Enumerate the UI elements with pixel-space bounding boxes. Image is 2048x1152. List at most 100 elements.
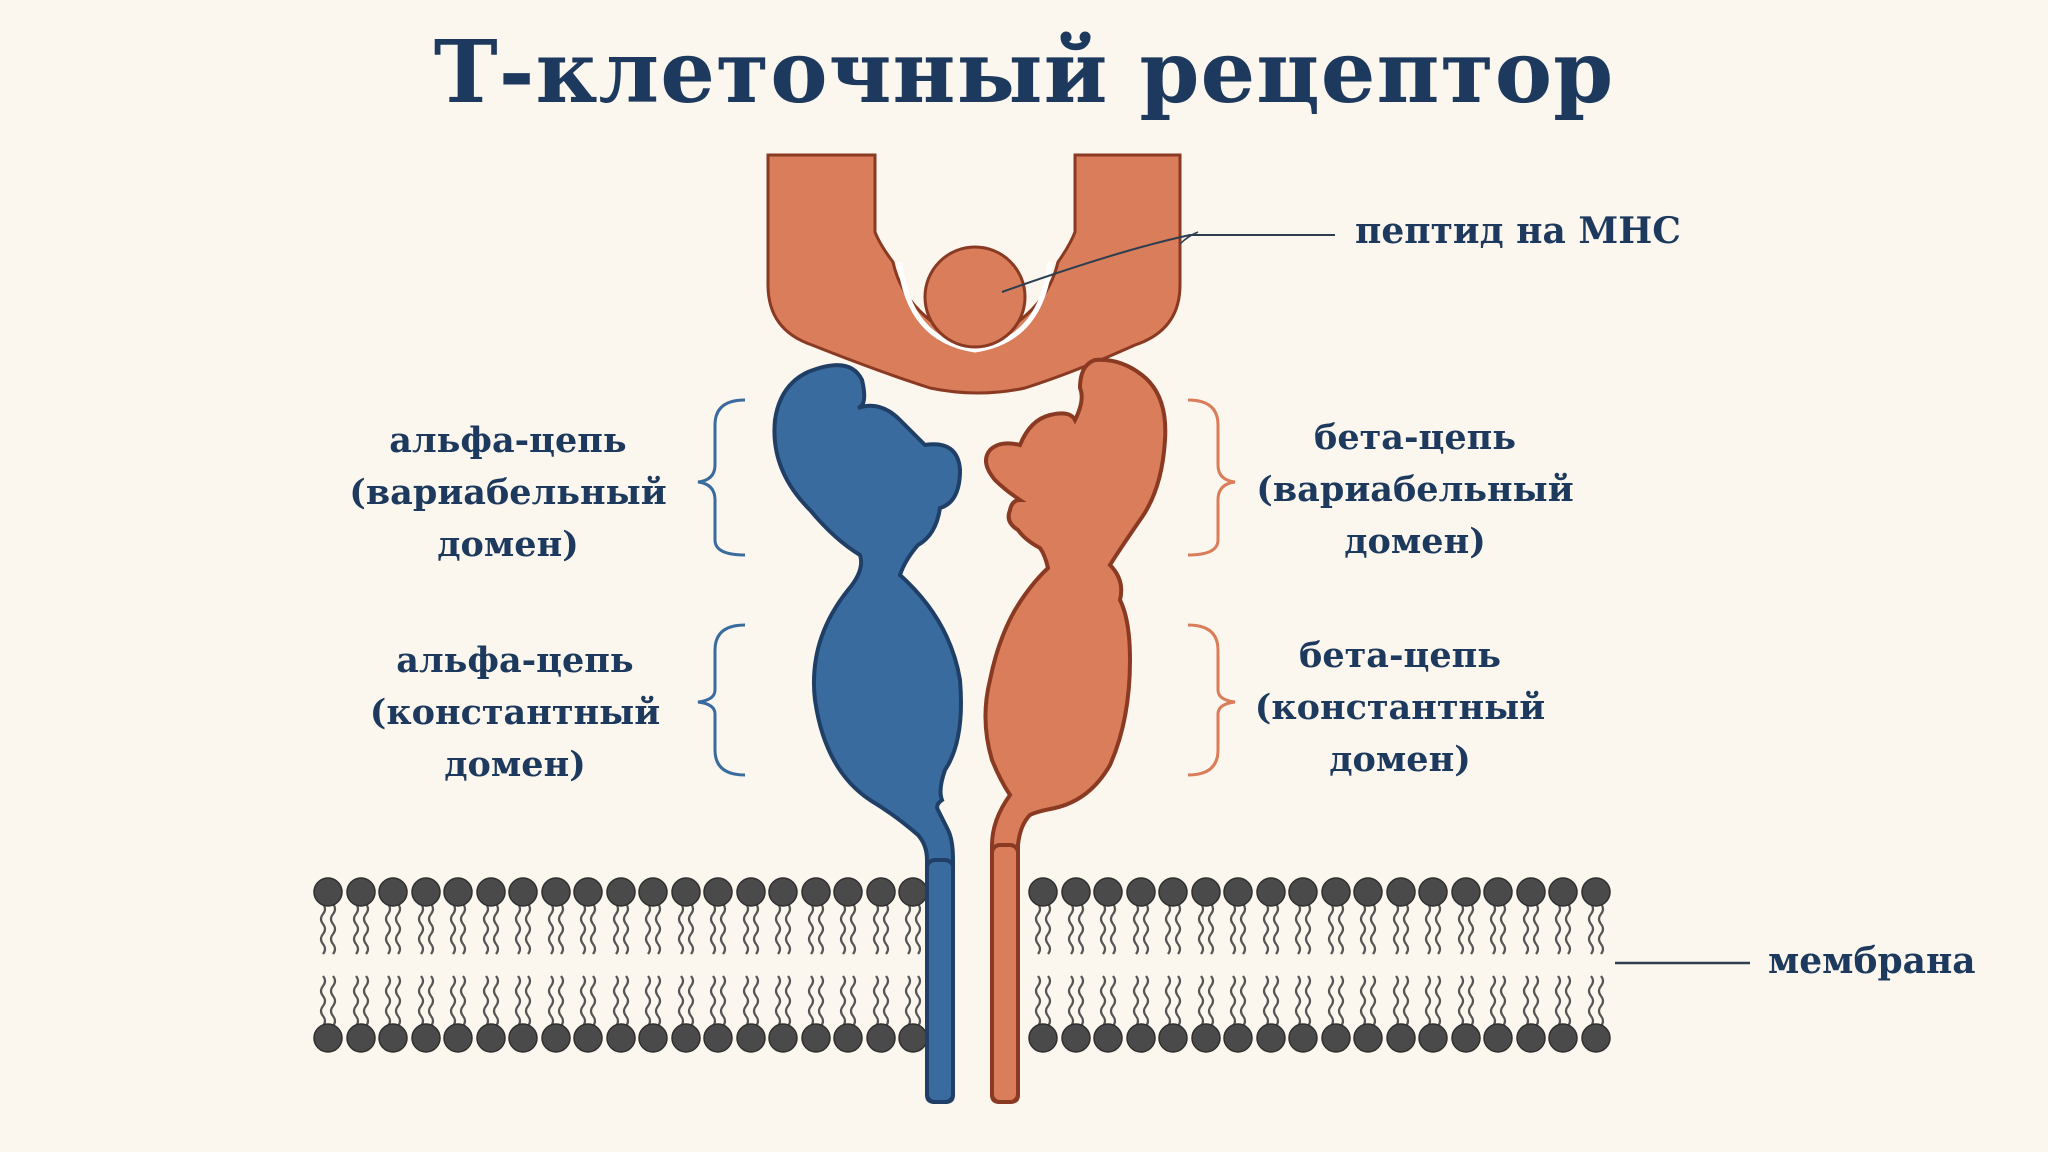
lipid-tail [1467,903,1475,955]
lipid-tail [1532,975,1540,1027]
lipid-head [898,1023,928,1053]
lipid-tail [872,903,880,955]
lipid-tail [839,903,847,955]
lipid-head [378,1023,408,1053]
label-alpha-variable-line3: домен) [437,524,579,565]
lipid-head [1191,1023,1221,1053]
lipid-tail [1142,903,1150,955]
lipid-tail [514,903,522,955]
beta-chain-body [983,357,1168,1104]
lipid-tail [1304,903,1312,955]
lipid-head [1223,1023,1253,1053]
lipid-tail [622,903,630,955]
lipid-head [1028,877,1058,907]
lipid-tail [1499,975,1507,1027]
alpha-chain-body [772,363,963,1104]
lipid-head [1353,877,1383,907]
label-beta-constant-line1: бета-цепь [1298,635,1501,676]
lipid-tail [807,975,815,1027]
lipid-tail [449,975,457,1027]
lipid-head [768,877,798,907]
lipid-head [801,877,831,907]
lipid-head [1158,877,1188,907]
lipid-tail [1229,975,1237,1027]
lipid-tail [1109,903,1117,955]
label-alpha-constant: альфа-цепь (константный домен) [355,635,675,791]
lipid-tail [654,903,662,955]
lipid-head [1483,1023,1513,1053]
lipid-tail [904,975,912,1027]
lipid-tail [752,975,760,1027]
lipid-head [1028,1023,1058,1053]
lipid-tail [1239,903,1247,955]
lipid-tail [492,975,500,1027]
label-beta-variable: бета-цепь (вариабельный домен) [1255,412,1575,568]
lipid-head [573,1023,603,1053]
lipid-tail [709,975,717,1027]
lipid-head [346,1023,376,1053]
lipid-tail [1164,903,1172,955]
lipid-tail [352,903,360,955]
lipid-tail [1197,903,1205,955]
lipid-tail [612,975,620,1027]
lipid-tail [1272,903,1280,955]
lipid-head [1581,1023,1611,1053]
lipid-tail [1077,975,1085,1027]
lipid-head [1548,1023,1578,1053]
lipid-tail [459,903,467,955]
lipid-head [378,877,408,907]
lipid-tail [547,903,555,955]
lipid-tail [1164,975,1172,1027]
lipid-tail [1564,975,1572,1027]
lipid-head [1093,877,1123,907]
lipid-head [606,1023,636,1053]
lipid-tail [622,975,630,1027]
lipid-head [1451,1023,1481,1053]
lipid-head [1288,1023,1318,1053]
lipid-head [1548,877,1578,907]
lipid-tail [557,903,565,955]
lipid-tail [1044,975,1052,1027]
lipid-tail [1327,975,1335,1027]
lipid-tail [589,903,597,955]
lipid-head [736,1023,766,1053]
lipid-tail [742,903,750,955]
lipid-tail [677,903,685,955]
lipid-head [541,877,571,907]
lipid-head [898,877,928,907]
lipid-tail [742,975,750,1027]
lipid-head [411,1023,441,1053]
lipid-tail [492,903,500,955]
label-beta-variable-line1: бета-цепь [1313,417,1516,458]
lipid-tail [719,903,727,955]
lipid-tail [1142,975,1150,1027]
lipid-tail [774,903,782,955]
lipid-head [443,877,473,907]
peptide [923,245,1027,349]
lipid-head [1093,1023,1123,1053]
lipid-tail [1359,975,1367,1027]
lipid-tail [1229,903,1237,955]
lipid-tail [384,903,392,955]
lipid-tail [1597,975,1605,1027]
lipid-head [671,877,701,907]
lipid-tail [914,975,922,1027]
lipid-tail [817,903,825,955]
lipid-tail [1099,975,1107,1027]
page-title: Т-клеточный рецептор [433,22,1615,123]
lipid-head [346,877,376,907]
alpha-tail [925,858,955,1104]
lipid-head [573,877,603,907]
lipid-head [638,877,668,907]
lipid-head [508,877,538,907]
lipid-head [671,1023,701,1053]
lipid-tail [1034,975,1042,1027]
lipid-tail [807,903,815,955]
lipid-tail [1369,975,1377,1027]
lipid-tail [394,903,402,955]
lipid-tail [1392,903,1400,955]
lipid-tail [449,903,457,955]
lipid-tail [482,903,490,955]
lipid-tail [1489,975,1497,1027]
lipid-tail [1132,975,1140,1027]
